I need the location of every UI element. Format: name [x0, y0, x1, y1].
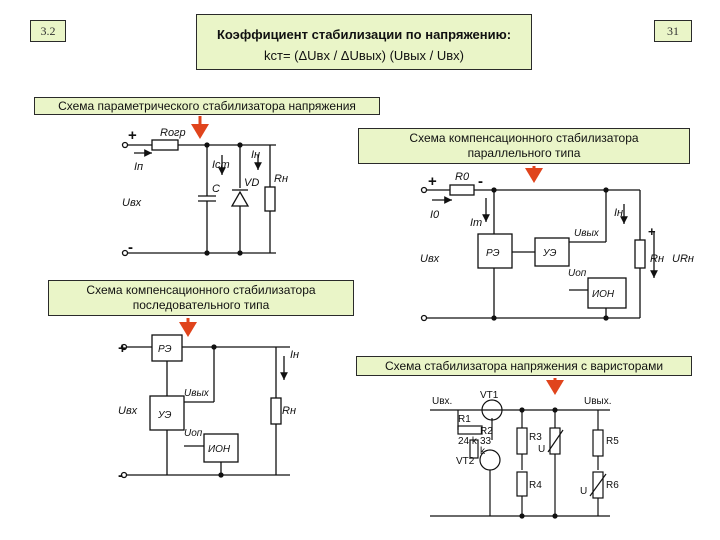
s3-r-n-label: Rн — [282, 405, 296, 417]
schematic-series — [120, 334, 290, 479]
s3-u-out-label: Uвых — [184, 388, 210, 399]
s1-r-n-label: Rн — [274, 173, 288, 185]
s3-re-label: РЭ — [158, 344, 172, 355]
s4-r5-label: R5 — [606, 436, 619, 447]
stabilization-formula: kст= (ΔUвх / ΔUвых) (Uвых / Uвх) — [264, 48, 464, 63]
s4-u-out-label: Uвых. — [584, 396, 612, 407]
pointer-arrows — [179, 116, 564, 395]
s4-r1-value: 24 k — [458, 436, 478, 447]
schematic-parallel-text: + - + R0 I0 Iт Iн РЭ УЭ ИОН Uвых Uоп Rн … — [420, 171, 694, 300]
block-ion — [587, 277, 627, 309]
s3-uz-label: УЭ — [157, 410, 172, 421]
s3-u-op-label: Uоп — [184, 428, 203, 439]
schematic-varistor — [430, 399, 610, 519]
s3-plus: + — [118, 340, 127, 357]
s4-r2-label: R2 — [480, 426, 493, 437]
s1-i-st-label: Iст — [212, 159, 230, 171]
label-series: Схема компенсационного стабилизатора пос… — [48, 280, 354, 316]
s2-plus-out: + — [648, 224, 656, 239]
s2-i-r-label: Iт — [470, 217, 482, 229]
resistor-r4 — [516, 471, 528, 497]
s4-u2-label: U — [580, 486, 587, 497]
s2-u-rn-label: URн — [672, 253, 694, 265]
schematic-varistor-text: Uвх. Uвых. VT1 VT2 R1 24 k R2 33 k R3 R4… — [432, 390, 619, 497]
resistor-r3 — [516, 427, 528, 455]
label-parallel-line1: Схема компенсационного стабилизатора — [409, 131, 639, 145]
section-number-badge: 3.2 — [30, 20, 66, 42]
label-varistor: Схема стабилизатора напряжения с варисто… — [356, 356, 692, 376]
s2-u-op-label: Uоп — [568, 268, 587, 279]
s3-u-in-label: Uвх — [118, 405, 138, 417]
s2-plus: + — [428, 173, 437, 190]
resistor-r0 — [449, 184, 475, 196]
block-re — [477, 233, 513, 269]
s2-r-n-label: Rн — [650, 253, 664, 265]
s4-r6-label: R6 — [606, 480, 619, 491]
resistor-r5 — [592, 429, 604, 457]
s1-c-label: C — [212, 183, 220, 195]
slide-title-box: Коэффициент стабилизации по напряжению: … — [196, 14, 532, 70]
resistor-r1 — [457, 425, 483, 435]
s4-r4-label: R4 — [529, 480, 542, 491]
s4-r2-unit: k — [480, 446, 486, 457]
s1-i-n-label: Iн — [251, 149, 260, 161]
s4-vt2-label: VT2 — [456, 456, 475, 467]
label-series-line2: последовательного типа — [132, 298, 270, 312]
s3-minus: - — [118, 467, 123, 484]
s4-u1-label: U — [538, 444, 545, 455]
schematic-parallel — [420, 184, 658, 322]
s1-i-in-label: Iп — [134, 161, 143, 173]
schematic-parametric-text: + - Rогр Iп Iст Iн C VD Rн Uвх — [122, 127, 288, 256]
s1-plus: + — [128, 127, 137, 144]
s2-uz-label: УЭ — [542, 248, 557, 259]
s4-r1-label: R1 — [458, 414, 471, 425]
s2-re-label: РЭ — [486, 248, 500, 259]
s2-ion-label: ИОН — [592, 289, 615, 300]
s2-r0-label: R0 — [455, 171, 470, 183]
zener-diode-vd — [230, 190, 250, 207]
resistor-r-n-series — [270, 397, 282, 425]
resistor-r-n — [264, 186, 276, 212]
s1-vd-label: VD — [244, 177, 259, 189]
label-series-line1: Схема компенсационного стабилизатора — [86, 283, 316, 297]
slide-title: Коэффициент стабилизации по напряжению: — [216, 27, 512, 42]
s1-u-in-label: Uвх — [122, 197, 142, 209]
s1-minus: - — [128, 239, 133, 256]
s4-r3-label: R3 — [529, 432, 542, 443]
s3-ion-label: ИОН — [208, 444, 231, 455]
s2-u-in-label: Uвх — [420, 253, 440, 265]
s1-r-ogr-label: Rогр — [160, 127, 186, 139]
s2-i0-label: I0 — [430, 209, 440, 221]
schematic-series-text: + - РЭ УЭ ИОН Uвых Uоп Iн Rн Uвх — [118, 340, 299, 484]
s2-minus: - — [478, 173, 483, 190]
resistor-r-n-parallel — [634, 239, 646, 269]
s2-u-out-label: Uвых — [574, 228, 600, 239]
label-parallel: Схема компенсационного стабилизатора пар… — [358, 128, 690, 164]
label-parametric: Схема параметрического стабилизатора нап… — [34, 97, 380, 115]
s3-i-n-label: Iн — [290, 349, 299, 361]
s2-i-n-label: Iн — [614, 207, 623, 219]
s4-r2-value: 33 — [480, 436, 492, 447]
resistor-r2 — [469, 439, 479, 459]
label-parallel-line2: параллельного типа — [467, 146, 581, 160]
page-number-badge: 31 — [654, 20, 692, 42]
schematic-parametric — [121, 139, 276, 257]
s4-u-in-label: Uвх. — [432, 396, 452, 407]
s4-vt1-label: VT1 — [480, 390, 499, 401]
resistor-r-ogr — [151, 139, 179, 151]
